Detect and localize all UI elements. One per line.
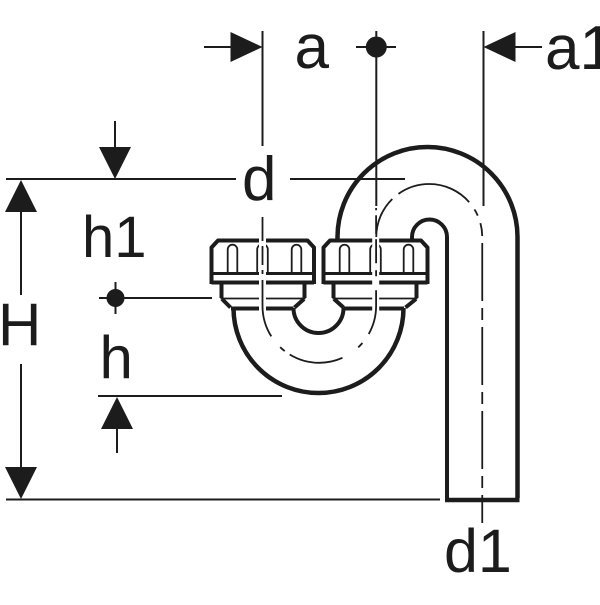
svg-text:a1: a1 xyxy=(545,14,600,83)
svg-text:h1: h1 xyxy=(82,205,147,270)
svg-text:a: a xyxy=(295,13,330,82)
svg-text:d: d xyxy=(242,145,276,214)
svg-text:d1: d1 xyxy=(444,517,512,585)
svg-text:h: h xyxy=(100,324,133,391)
svg-text:H: H xyxy=(0,292,41,359)
